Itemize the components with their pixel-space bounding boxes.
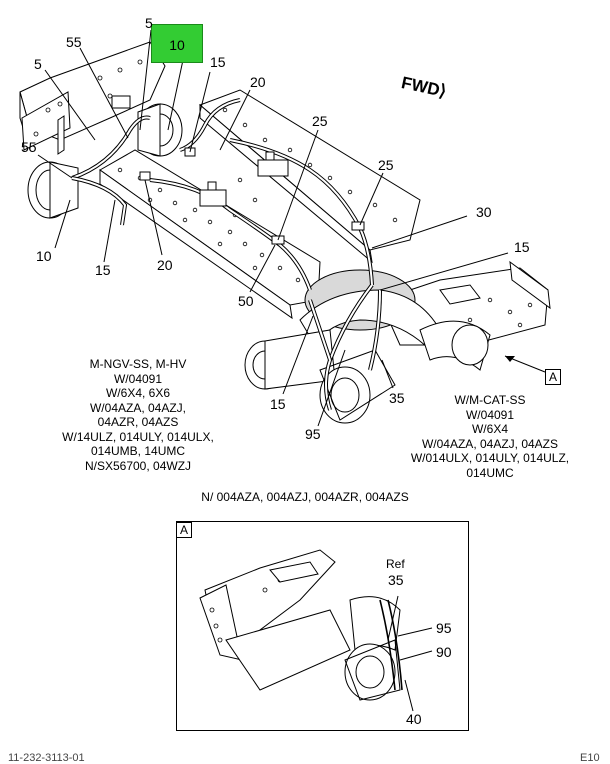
note-right-line: 014UMC bbox=[466, 465, 514, 480]
detail-tag-a: A bbox=[176, 522, 192, 538]
air-lines bbox=[71, 98, 382, 411]
note-left-line: W/6X4, 6X6 bbox=[105, 386, 171, 400]
footer-doc-number: 11-232-3113-01 bbox=[8, 752, 85, 764]
detail-view-a bbox=[176, 521, 469, 731]
callout-5-left: 5 bbox=[34, 56, 42, 72]
leader-lines bbox=[37, 29, 546, 427]
axle-assembly bbox=[244, 269, 491, 424]
view-ref-a-box[interactable]: A bbox=[545, 369, 561, 385]
detail-ref-35: 35 bbox=[388, 572, 404, 588]
callout-15-bottom: 15 bbox=[270, 396, 286, 412]
detail-callout-95: 95 bbox=[436, 620, 452, 636]
note-bottom: N/ 004AZA, 004AZJ, 004AZR, 004AZS bbox=[201, 490, 409, 504]
note-right-line: W/04091 bbox=[465, 407, 515, 422]
callout-5-top: 5 bbox=[145, 15, 153, 31]
footer-page-ref: E10 bbox=[580, 752, 600, 764]
note-right-line: W/6X4 bbox=[471, 422, 508, 436]
note-left-line: W/14ULZ, 014ULY, 014ULX, bbox=[62, 429, 214, 444]
note-left-line: W/04091 bbox=[113, 371, 163, 386]
callout-15-left: 15 bbox=[95, 262, 111, 278]
detail-ref-word: Ref bbox=[386, 557, 405, 571]
callout-55-top: 55 bbox=[66, 34, 82, 50]
upper-left-rail bbox=[19, 41, 166, 155]
callout-15-top: 15 bbox=[210, 54, 226, 70]
note-right-line: W/M-CAT-SS bbox=[454, 393, 526, 407]
callout-15-right: 15 bbox=[514, 239, 530, 255]
brake-chambers bbox=[27, 103, 183, 219]
callout-55-left: 55 bbox=[21, 139, 37, 155]
note-left-line: 014UMB, 14UMC bbox=[90, 444, 186, 458]
callout-20-top: 20 bbox=[250, 74, 266, 90]
note-right-line: W/014ULX, 014ULY, 014ULZ, bbox=[410, 451, 570, 465]
middle-rail bbox=[99, 149, 321, 320]
note-left-line: M-NGV-SS, M-HV bbox=[89, 357, 187, 371]
note-left-line: N/SX56700, 04WZJ bbox=[84, 458, 192, 473]
callout-10-left: 10 bbox=[36, 248, 52, 264]
detail-artwork bbox=[199, 549, 433, 712]
detail-callout-40: 40 bbox=[406, 711, 422, 727]
callout-35: 35 bbox=[389, 390, 405, 406]
callout-50: 50 bbox=[238, 293, 254, 309]
callout-95: 95 bbox=[305, 426, 321, 442]
note-left-line: 04AZR, 04AZS bbox=[97, 415, 179, 429]
highlighted-callout-10[interactable]: 10 bbox=[151, 24, 203, 63]
callout-label: 10 bbox=[169, 37, 185, 53]
callout-25-mid: 25 bbox=[312, 113, 328, 129]
note-right-line: W/04AZA, 04AZJ, 04AZS bbox=[421, 436, 559, 451]
callout-30: 30 bbox=[476, 204, 492, 220]
detail-callout-90: 90 bbox=[436, 644, 452, 660]
note-left-line: W/04AZA, 04AZJ, bbox=[89, 400, 187, 415]
callout-25-right: 25 bbox=[378, 157, 394, 173]
callout-20-bottom: 20 bbox=[157, 257, 173, 273]
